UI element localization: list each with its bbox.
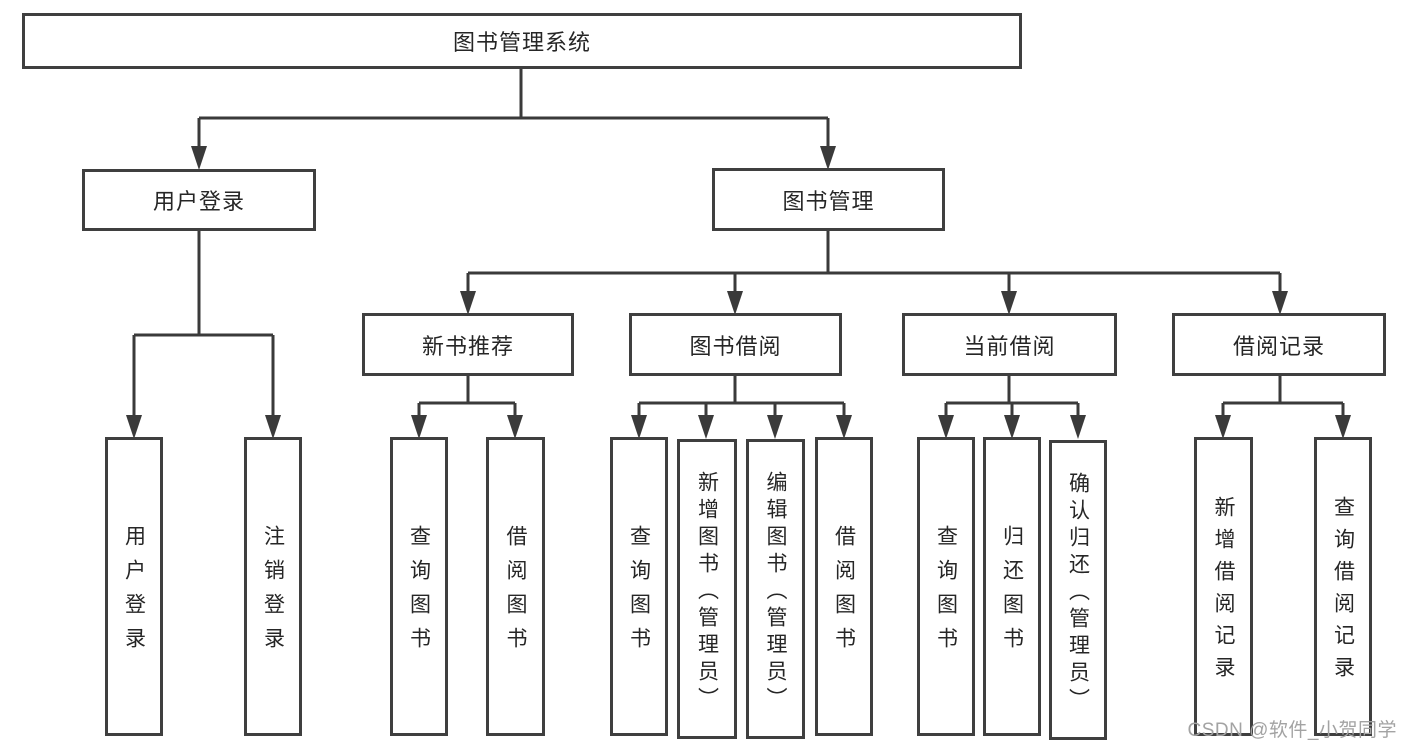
node-label: 用户登录 (122, 525, 146, 661)
leaf-current-confirm-return-admin: 确认归还（管理员） (1049, 440, 1107, 740)
node-user-login: 用户登录 (82, 169, 316, 231)
node-label: 借阅记录 (1232, 333, 1325, 359)
node-label: 借阅图书 (832, 525, 856, 661)
node-label: 当前借阅 (963, 333, 1056, 359)
node-label: 借阅图书 (504, 525, 527, 661)
leaf-recommend-query-books: 查询图书 (390, 437, 448, 736)
node-label: 图书借阅 (689, 333, 782, 359)
node-new-book-recommend: 新书推荐 (362, 313, 574, 376)
node-label: 确认归还（管理员） (1066, 471, 1090, 715)
node-label: 图书管理 (782, 188, 875, 214)
leaf-borrow-query-books: 查询图书 (610, 437, 668, 736)
node-label: 查询图书 (407, 525, 431, 661)
node-label: 注销登录 (261, 525, 285, 661)
leaf-user-login: 用户登录 (105, 437, 163, 736)
node-label: 用户登录 (152, 189, 245, 214)
node-label: 图书管理系统 (452, 30, 591, 55)
leaf-records-add-borrow-record: 新增借阅记录 (1194, 437, 1253, 736)
leaf-borrow-add-books-admin: 新增图书（管理员） (677, 439, 737, 739)
node-label: 编辑图书（管理员） (764, 470, 787, 714)
watermark-text: CSDN @软件_小贺同学 (1187, 720, 1397, 741)
leaf-borrow-borrow-books: 借阅图书 (815, 437, 873, 736)
node-book-borrow: 图书借阅 (629, 313, 842, 376)
leaf-recommend-borrow-books: 借阅图书 (486, 437, 545, 736)
node-book-management: 图书管理 (712, 168, 945, 231)
leaf-current-return-books: 归还图书 (983, 437, 1041, 736)
node-label: 查询图书 (627, 525, 651, 661)
leaf-current-query-books: 查询图书 (917, 437, 975, 736)
node-current-borrow: 当前借阅 (902, 313, 1117, 376)
node-label: 查询借阅记录 (1331, 496, 1355, 688)
node-borrow-records: 借阅记录 (1172, 313, 1386, 376)
leaf-borrow-edit-books-admin: 编辑图书（管理员） (746, 439, 805, 739)
node-label: 新书推荐 (421, 333, 514, 359)
node-label: 归还图书 (1000, 525, 1024, 661)
node-library-management-system: 图书管理系统 (22, 13, 1022, 69)
node-label: 新增借阅记录 (1212, 496, 1235, 688)
node-label: 新增图书（管理员） (695, 470, 719, 714)
node-label: 查询图书 (934, 525, 958, 661)
leaf-logout-login: 注销登录 (244, 437, 302, 736)
leaf-records-query-borrow-record: 查询借阅记录 (1314, 437, 1372, 736)
